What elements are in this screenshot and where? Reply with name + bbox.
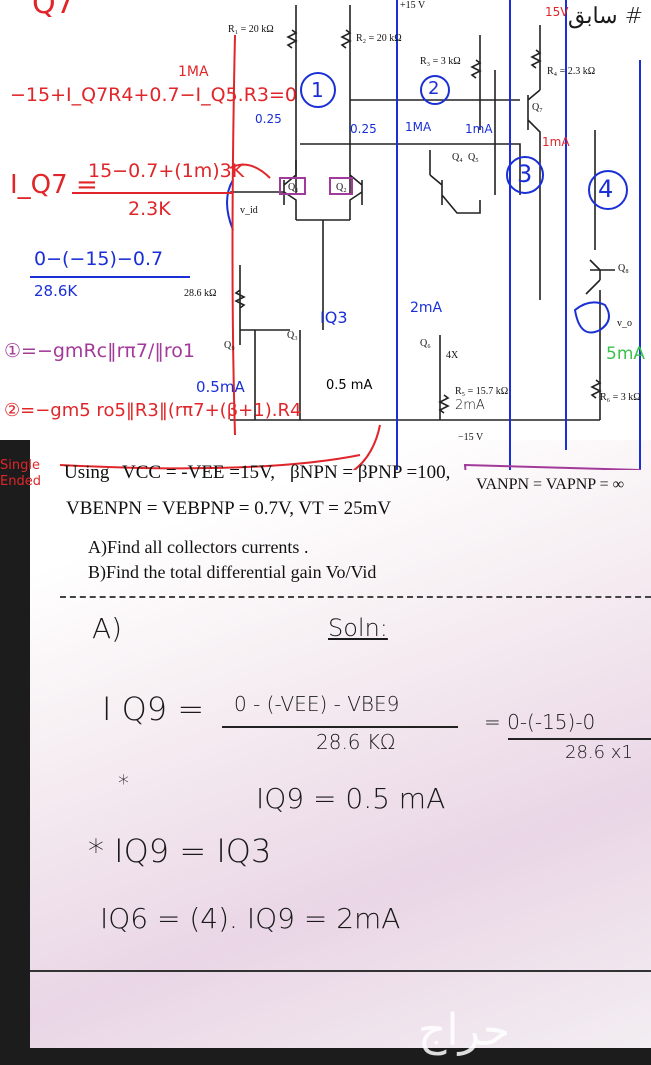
solution-iq9-result: IQ9 = 0.5 mA xyxy=(256,782,446,815)
annot-iq7-den: 2.3K xyxy=(128,198,171,220)
solution-iq9-num2: = 0-(-15)-0 xyxy=(484,710,596,734)
vee-label: −15 V xyxy=(458,432,484,443)
r-bias-label: 28.6 kΩ xyxy=(184,288,217,299)
question-b: B)Find the total differential gain Vo/Vi… xyxy=(88,562,377,582)
annot-single-ended: Single Ended xyxy=(0,458,41,489)
problem-vbe: VBENPN = VEBPNP = 0.7V, VT = 25mV xyxy=(66,498,392,519)
stage-2: 2 xyxy=(428,78,440,99)
q5-label: Q₅ xyxy=(468,152,479,163)
r2-label: R₂ = 20 kΩ xyxy=(356,33,402,44)
vo-label: v_o xyxy=(617,318,632,329)
q6-label: Q₆ xyxy=(420,338,431,349)
annot-05ma: 0.5mA xyxy=(196,378,245,396)
annot-iq7: I_Q7 = xyxy=(10,170,98,200)
solution-iq9-den: 28.6 KΩ xyxy=(316,730,396,754)
annot-iq7-num: 15−0.7+(1m)3K xyxy=(88,160,245,182)
stage-3: 3 xyxy=(517,160,533,188)
vid-label: v_id xyxy=(240,205,258,216)
q7-label: Q₇ xyxy=(532,102,543,113)
problem-va: VANPN = VAPNP = ∞ xyxy=(476,476,625,493)
solution-iq9-num: 0 - (-VEE) - VBE9 xyxy=(234,692,400,716)
mirror-ratio: 4X xyxy=(446,350,459,361)
annot-1ma: 1MA xyxy=(178,64,209,80)
stage-4: 4 xyxy=(598,175,614,203)
annot-025-b: 0.25 xyxy=(350,122,377,136)
solution-heading: Soln: xyxy=(328,614,388,642)
annot-gain-2: ②=−gm5 ro5‖R3‖(rπ7+(β+1).R4 xyxy=(4,400,302,421)
solution-iq9-label: I Q9 = xyxy=(102,690,205,728)
annot-2ma: 2mA xyxy=(410,300,443,316)
vcc-label: +15 V xyxy=(400,0,426,11)
stage-1: 1 xyxy=(311,78,324,102)
horizontal-rule xyxy=(30,970,651,972)
q3-label: Q₃ xyxy=(287,330,298,341)
watermark-logo: حراج xyxy=(418,1005,511,1056)
annot-kvl: −15+I_Q7R4+0.7−I_Q5.R3=0 xyxy=(10,84,297,106)
annot-1ma-c: 1mA xyxy=(542,135,570,149)
annot-1ma-b: 1mA xyxy=(465,122,493,136)
annot-iq: IQ3 xyxy=(320,308,348,327)
dashed-divider xyxy=(60,596,651,598)
q4-label: Q₄ xyxy=(452,152,463,163)
annot-1ma-a: 1MA xyxy=(405,120,432,134)
q1-label: Q₁ xyxy=(288,182,299,193)
annot-iq9-den: 28.6K xyxy=(34,282,78,300)
solution-iq9-eq-iq3: * IQ9 = IQ3 xyxy=(88,832,272,870)
problem-beta: βNPN = βPNP =100, xyxy=(290,462,451,483)
annot-025-a: 0.25 xyxy=(255,112,282,126)
solution-fraction-bar-2 xyxy=(508,738,651,740)
annot-15v: 15V xyxy=(545,5,569,19)
annot-arabic: سابق # xyxy=(568,4,644,29)
solution-iq6: IQ6 = (4). IQ9 = 2mA xyxy=(100,902,401,935)
solution-part-a: A) xyxy=(92,612,123,645)
question-a: A)Find all collectors currents . xyxy=(88,537,309,557)
r1-label: R₁ = 20 kΩ xyxy=(228,24,274,35)
circuit-schematic xyxy=(59,0,642,470)
iq3-label: 0.5 mA xyxy=(326,378,373,393)
annot-fraction-bar xyxy=(72,192,232,194)
r4-label: R₄ = 2.3 kΩ xyxy=(547,66,596,77)
problem-using: Using xyxy=(64,462,110,483)
annot-fraction-bar-2 xyxy=(30,276,190,278)
r6-label: R₆ = 3 kΩ xyxy=(600,392,641,403)
solution-iq9-den2: 28.6 x1 xyxy=(565,742,633,763)
q9-label: Q₉ xyxy=(224,340,235,351)
annot-5ma: 5mA xyxy=(606,344,646,364)
solution-star: * xyxy=(118,772,129,797)
r5-label: R₅ = 15.7 kΩ xyxy=(455,386,509,397)
annot-2ma-b: 2mA xyxy=(455,398,485,413)
problem-vcc: VCC = -VEE =15V, xyxy=(122,462,276,483)
annot-gain-1: ①=−gmRc‖rπ7/‖ro1 xyxy=(4,340,195,362)
annot-iq9-num: 0−(−15)−0.7 xyxy=(34,248,164,270)
solution-fraction-bar xyxy=(222,726,458,728)
q8-label: Q₈ xyxy=(618,263,629,274)
r3-label: R₃ = 3 kΩ xyxy=(420,56,461,67)
annot-q7: Q7 xyxy=(32,0,75,21)
q2-label: Q₂ xyxy=(336,182,347,193)
